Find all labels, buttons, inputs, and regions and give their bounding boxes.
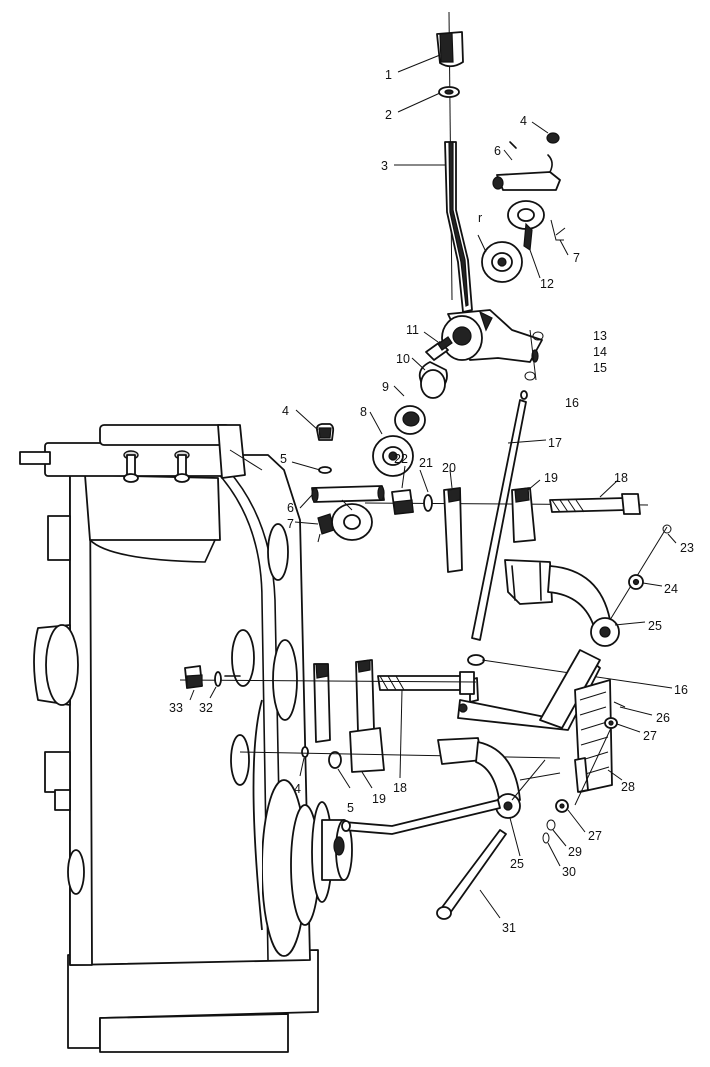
callout-5-mid: 5 bbox=[280, 452, 287, 466]
callout-7-top: 7 bbox=[573, 251, 580, 265]
callout-14: 14 bbox=[593, 345, 607, 359]
callout-30: 30 bbox=[562, 865, 576, 879]
callout-33: 33 bbox=[169, 701, 183, 715]
callout-21: 21 bbox=[419, 456, 433, 470]
callout-20: 20 bbox=[442, 461, 456, 475]
callout-8: 8 bbox=[360, 405, 367, 419]
callout-28: 28 bbox=[621, 780, 635, 794]
callout-26: 26 bbox=[656, 711, 670, 725]
upper-lever-assembly: r bbox=[372, 11, 566, 641]
callout-4-low: 4 bbox=[294, 782, 301, 796]
callout-16-low: 16 bbox=[674, 683, 688, 697]
callout-16-top: 16 bbox=[565, 396, 579, 410]
callout-13: 13 bbox=[593, 329, 607, 343]
callout-12: 12 bbox=[540, 277, 554, 291]
callout-6-top: 6 bbox=[494, 144, 501, 158]
callout-31: 31 bbox=[502, 921, 516, 935]
callout-17: 17 bbox=[548, 436, 562, 450]
leader-lines bbox=[189, 54, 677, 919]
callout-25-low: 25 bbox=[510, 857, 524, 871]
callout-1: 1 bbox=[385, 68, 392, 82]
callout-10: 10 bbox=[396, 352, 410, 366]
callout-25-top: 25 bbox=[648, 619, 662, 633]
lower-linkage-assembly bbox=[179, 524, 673, 920]
callout-6-mid: 6 bbox=[287, 501, 294, 515]
middle-fork-assembly bbox=[311, 423, 649, 647]
callout-2: 2 bbox=[385, 108, 392, 122]
callout-27-lower: 27 bbox=[588, 829, 602, 843]
callout-3: 3 bbox=[381, 159, 388, 173]
callout-29: 29 bbox=[568, 845, 582, 859]
callout-18-low: 18 bbox=[393, 781, 407, 795]
callout-27-upper: 27 bbox=[643, 729, 657, 743]
callout-23: 23 bbox=[680, 541, 694, 555]
callout-24: 24 bbox=[664, 582, 678, 596]
callout-32: 32 bbox=[199, 701, 213, 715]
gearbox-housing bbox=[19, 424, 353, 1053]
callout-15: 15 bbox=[593, 361, 607, 375]
callout-22: 22 bbox=[394, 452, 408, 466]
callout-19-low: 19 bbox=[372, 792, 386, 806]
callout-11: 11 bbox=[406, 323, 419, 337]
callout-18-top: 18 bbox=[614, 471, 628, 485]
callout-4-mid: 4 bbox=[282, 404, 289, 418]
callout-7-mid: 7 bbox=[287, 517, 294, 531]
svg-text:r: r bbox=[478, 211, 482, 225]
callout-19-top: 19 bbox=[544, 471, 558, 485]
callout-5-low: 5 bbox=[347, 801, 354, 815]
callout-labels: 1 2 3 4 6 7 12 11 10 9 8 13 14 15 16 17 … bbox=[169, 68, 694, 935]
callout-9: 9 bbox=[382, 380, 389, 394]
callout-4-top: 4 bbox=[520, 114, 527, 128]
